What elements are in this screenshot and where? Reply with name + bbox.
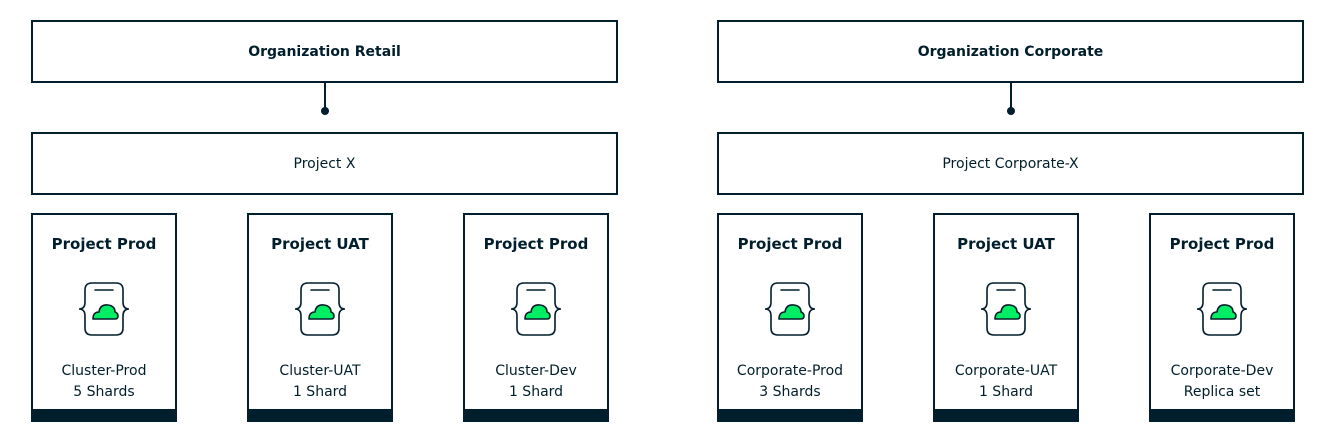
card-footer-bar [249,409,391,422]
org-box-corporate: Organization Corporate [717,20,1304,83]
card-project-title: Project Prod [1169,235,1275,253]
cluster-detail: 3 Shards [759,384,821,400]
cluster-card-dev: Project Prod Cluster-Dev 1 Shard [463,213,609,422]
cluster-name: Cluster-UAT [279,363,361,379]
cluster-name: Corporate-UAT [954,363,1058,379]
cluster-detail: 1 Shard [508,384,564,400]
cluster-name: Cluster-Dev [495,363,577,379]
card-project-title: Project Prod [483,235,589,253]
database-cloud-icon [1196,282,1248,336]
card-project-title: Project UAT [271,235,369,253]
database-cloud-icon [78,282,130,336]
cluster-card-corporate-dev: Project Prod Corporate-Dev Replica set [1149,213,1295,422]
cluster-card-prod: Project Prod Cluster-Prod 5 Shards [31,213,177,422]
cluster-name: Corporate-Dev [1170,363,1274,379]
card-footer-bar [935,409,1077,422]
database-cloud-icon [980,282,1032,336]
project-title: Project X [293,155,356,172]
org-title: Organization Retail [248,43,401,60]
database-cloud-icon [510,282,562,336]
database-cloud-icon [764,282,816,336]
cluster-detail: 5 Shards [73,384,135,400]
cluster-card-uat: Project UAT Cluster-UAT 1 Shard [247,213,393,422]
card-footer-bar [1151,409,1293,422]
cluster-detail: 1 Shard [292,384,348,400]
cluster-name: Corporate-Prod [736,363,844,379]
card-project-title: Project UAT [957,235,1055,253]
project-box-x: Project X [31,132,618,195]
project-title: Project Corporate-X [942,155,1079,172]
card-footer-bar [465,409,607,422]
org-project-connector [321,83,329,115]
card-project-title: Project Prod [51,235,157,253]
org-title: Organization Corporate [917,43,1104,60]
org-project-connector [1007,83,1015,115]
database-cloud-icon [294,282,346,336]
cluster-name: Cluster-Prod [61,363,147,379]
card-project-title: Project Prod [737,235,843,253]
org-box-retail: Organization Retail [31,20,618,83]
cluster-detail: Replica set [1183,384,1261,400]
cluster-card-corporate-prod: Project Prod Corporate-Prod 3 Shards [717,213,863,422]
card-footer-bar [719,409,861,422]
card-footer-bar [33,409,175,422]
cluster-card-corporate-uat: Project UAT Corporate-UAT 1 Shard [933,213,1079,422]
cluster-detail: 1 Shard [978,384,1034,400]
project-box-corporate-x: Project Corporate-X [717,132,1304,195]
